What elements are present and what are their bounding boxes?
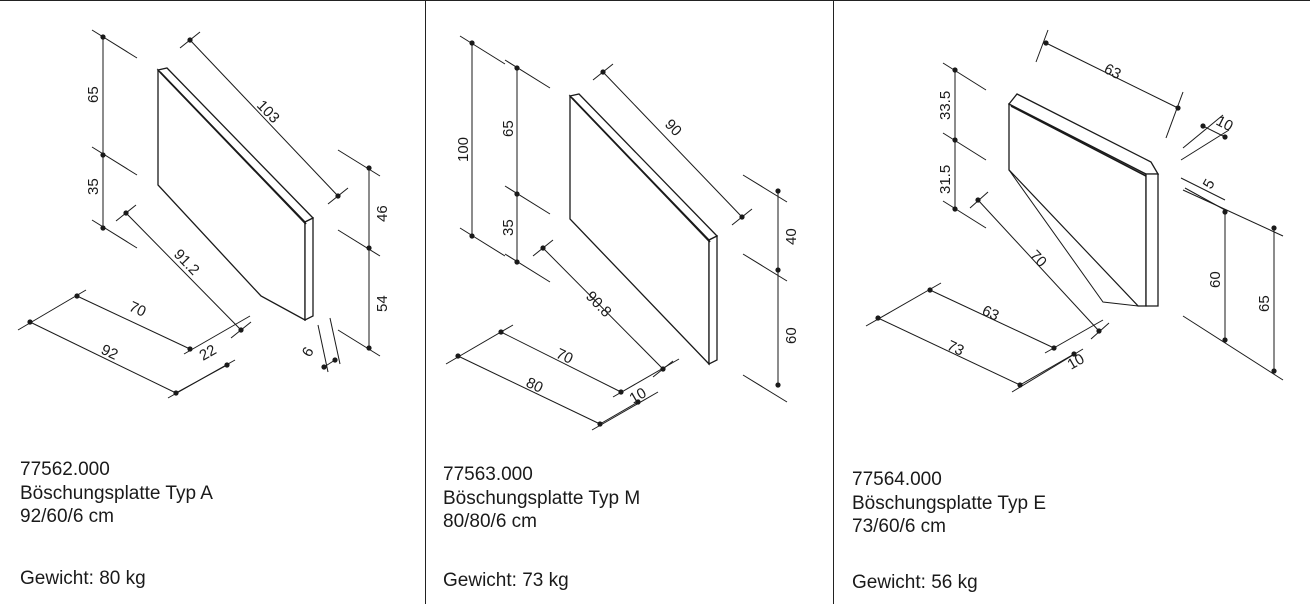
- product-name: Böschungsplatte Typ A: [20, 482, 213, 504]
- product-dimensions: 80/80/6 cm: [443, 511, 537, 532]
- dim-label: 35: [85, 178, 102, 195]
- product-weight: Gewicht: 73 kg: [443, 570, 569, 591]
- dim-label: 54: [374, 295, 391, 312]
- dim-label: 70: [1026, 247, 1050, 271]
- dim-label: 60: [1207, 271, 1224, 288]
- dim-label: 33.5: [937, 91, 954, 120]
- dim-label: 5: [1200, 176, 1219, 192]
- dim-label: 40: [783, 228, 800, 245]
- drawing-typ-e: 63 33.5 31.5 10 5 70 60 65 63 73 10: [865, 29, 1284, 393]
- article-number: 77564.000: [852, 469, 942, 490]
- dim-label: 10: [627, 384, 650, 407]
- product-name: Böschungsplatte Typ E: [852, 492, 1046, 514]
- dim-label: 6: [299, 344, 318, 360]
- dim-label: 65: [1256, 295, 1273, 312]
- dim-label: 63: [1101, 60, 1124, 83]
- dim-label: 35: [500, 219, 517, 236]
- dim-label: 31.5: [937, 165, 954, 194]
- product-card-typ-m: 100 65 35 90 40 60 90.8 70 80 10 77563.0…: [425, 0, 833, 604]
- product-weight: Gewicht: 56 kg: [852, 572, 978, 593]
- product-name: Böschungsplatte Typ M: [443, 487, 641, 509]
- top-border: [0, 0, 1310, 1]
- dim-label: 46: [374, 205, 391, 222]
- dim-label: 103: [253, 97, 283, 127]
- dim-label: 91.2: [170, 246, 203, 279]
- dim-label: 10: [1213, 112, 1236, 135]
- drawing-typ-m: 100 65 35 90 40 60 90.8 70 80 10: [445, 35, 800, 431]
- dim-label: 65: [500, 120, 517, 137]
- drawing-typ-a: 65 35 103 46 54 91.2 70 92 22 6: [17, 29, 391, 399]
- product-dimensions: 92/60/6 cm: [20, 506, 114, 527]
- column-divider-2: [833, 0, 834, 604]
- article-number: 77562.000: [20, 459, 110, 480]
- dim-label: 80: [523, 374, 545, 396]
- product-caption-typ-e: 77564.000 Böschungsplatte Typ E 73/60/6 …: [852, 468, 1046, 539]
- dim-label: 73: [944, 337, 966, 359]
- product-caption-typ-a: 77562.000 Böschungsplatte Typ A 92/60/6 …: [20, 458, 213, 529]
- product-card-typ-a: 65 35 103 46 54 91.2 70 92 22 6 77562.00…: [0, 0, 425, 604]
- product-weight: Gewicht: 80 kg: [20, 568, 146, 589]
- product-card-typ-e: 63 33.5 31.5 10 5 70 60 65 63 73 10 7756…: [833, 0, 1310, 604]
- dim-label: 100: [455, 137, 472, 162]
- dim-label: 10: [1065, 350, 1088, 373]
- column-divider-1: [425, 0, 426, 604]
- dim-label: 70: [553, 345, 575, 367]
- product-dimensions: 73/60/6 cm: [852, 516, 946, 537]
- product-caption-typ-m: 77563.000 Böschungsplatte Typ M 80/80/6 …: [443, 463, 640, 534]
- dim-label: 92: [98, 341, 120, 363]
- dim-label: 60: [783, 327, 800, 344]
- dim-label: 22: [197, 341, 220, 364]
- article-number: 77563.000: [443, 464, 533, 485]
- dim-label: 70: [126, 298, 148, 320]
- dim-label: 63: [979, 302, 1001, 324]
- dim-label: 65: [85, 86, 102, 103]
